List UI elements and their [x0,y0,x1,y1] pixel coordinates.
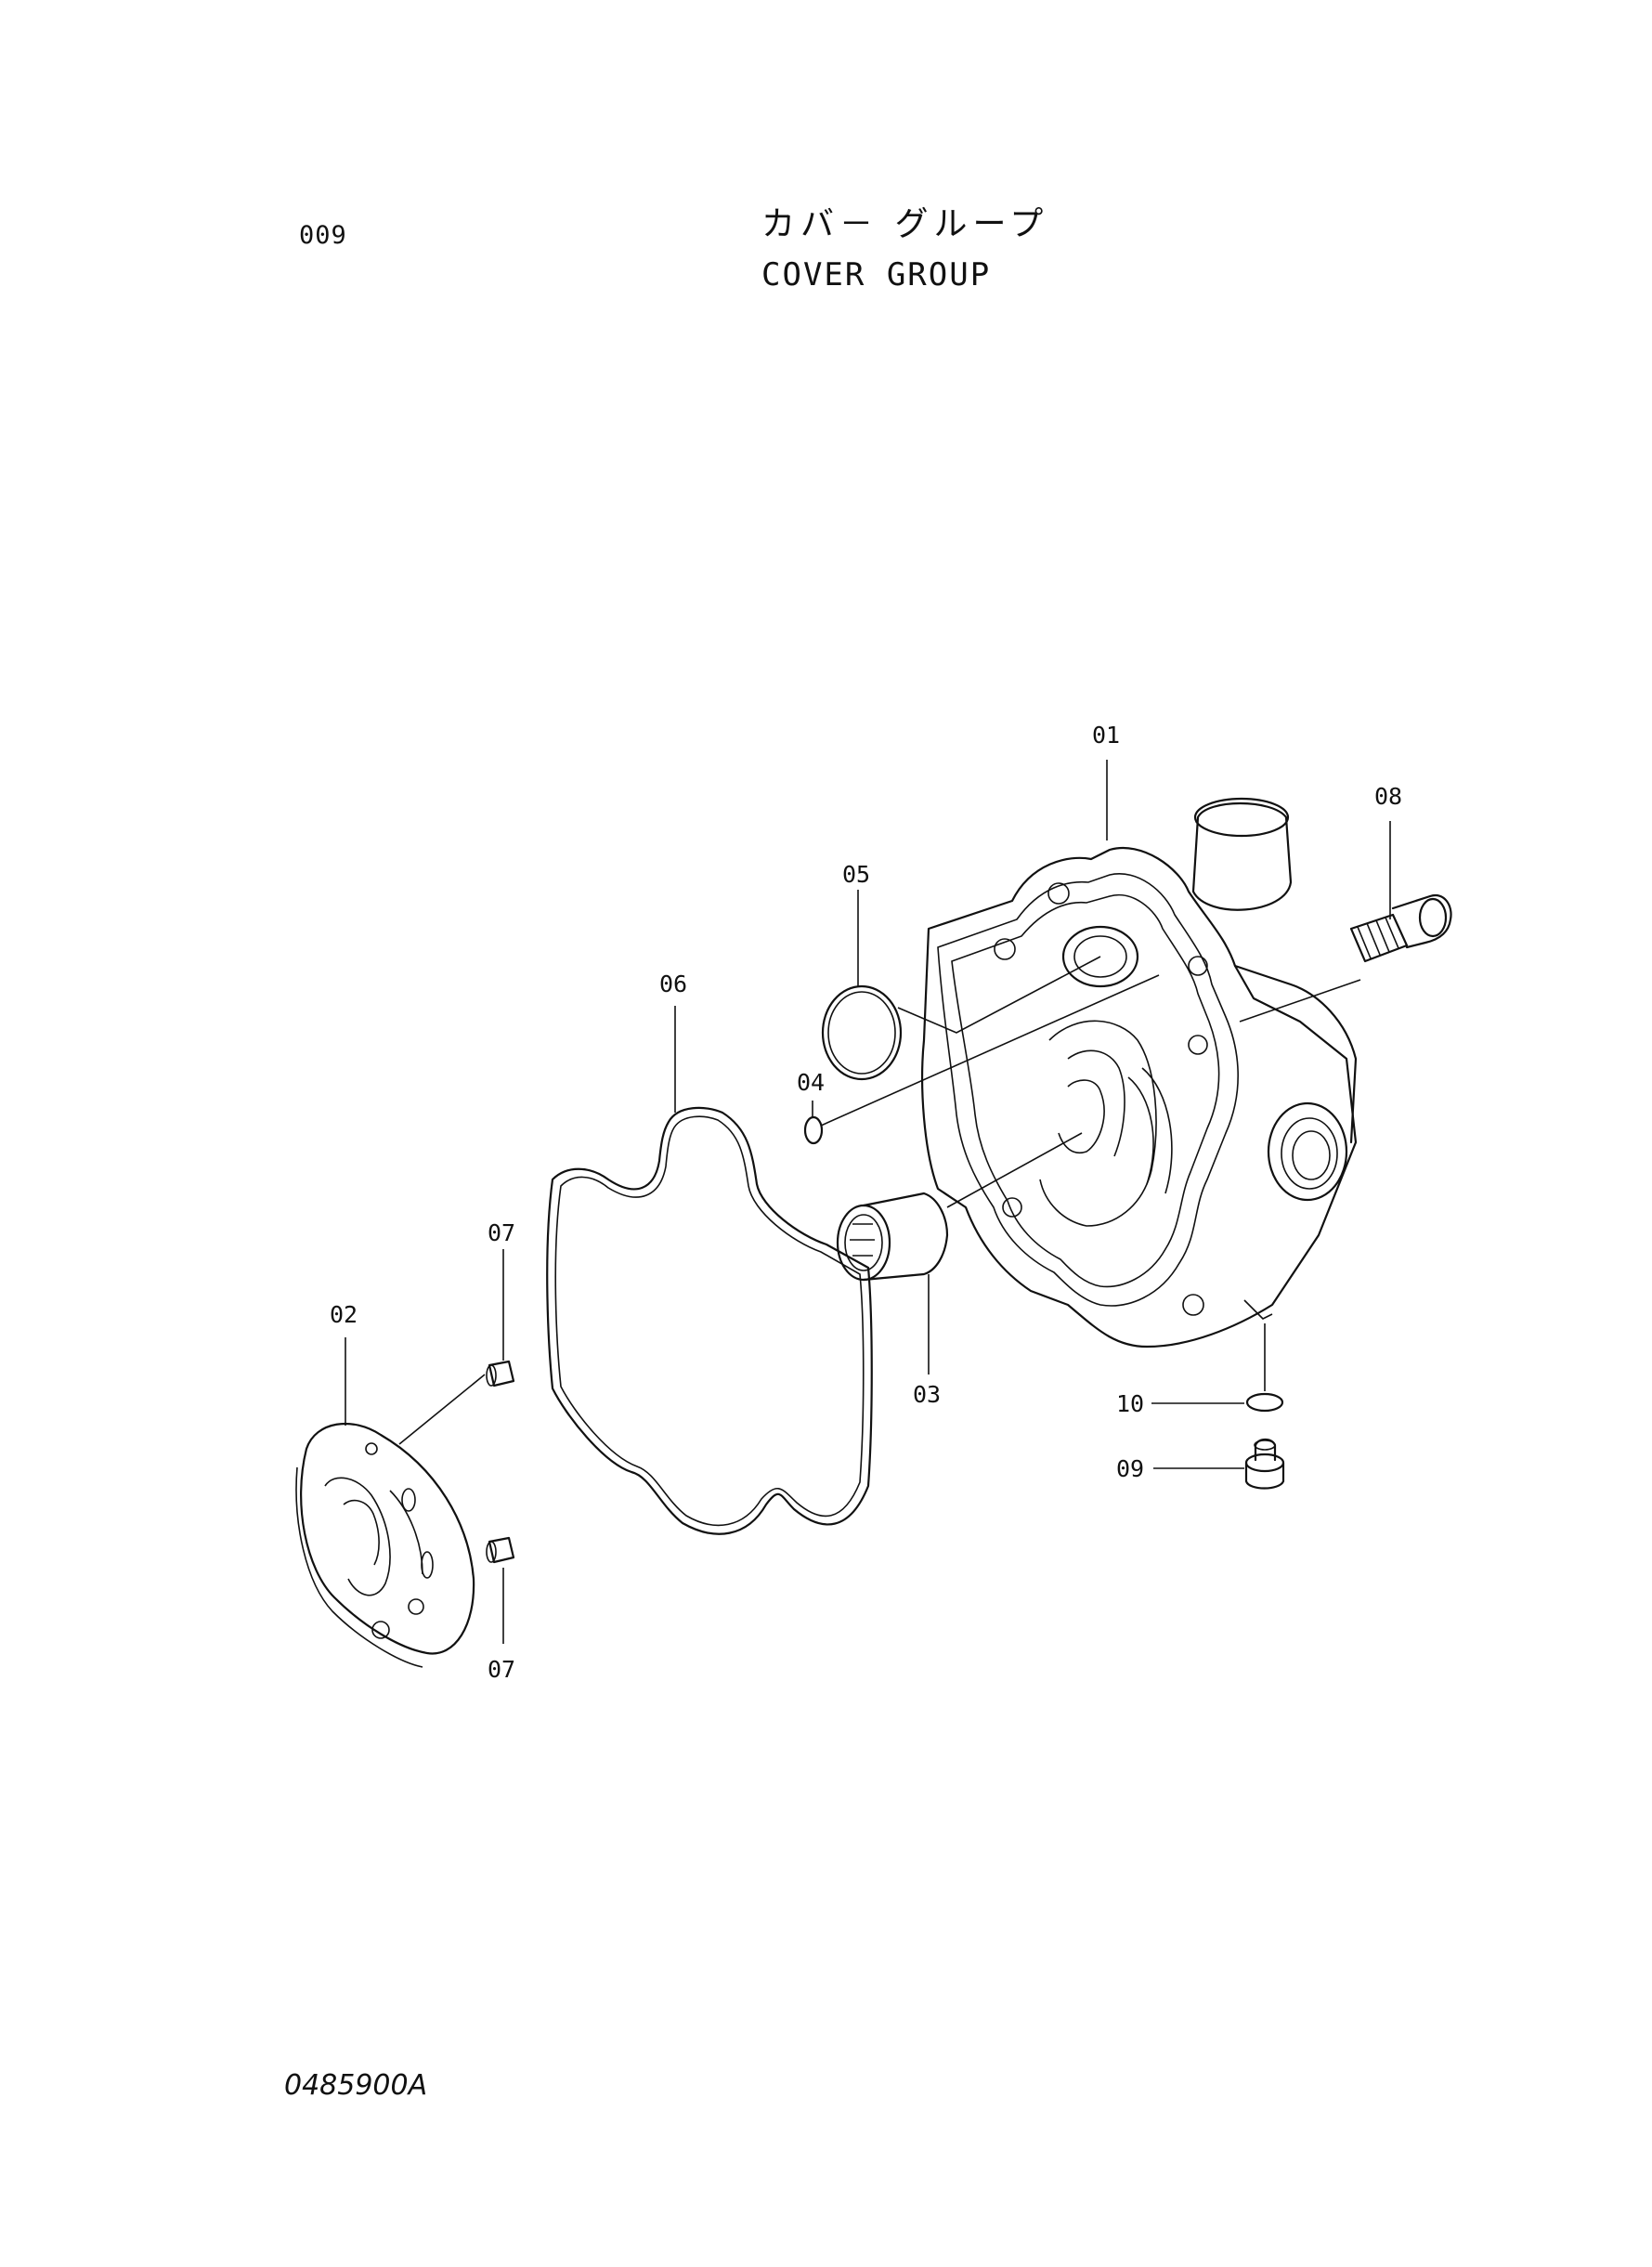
page-number: 009 [299,221,347,250]
title-english: COVER GROUP [761,256,992,293]
part-03-bushing [836,1192,949,1282]
part-10-seal-washer [1245,1392,1284,1413]
callout-02: 02 [330,1301,358,1328]
part-07-pin-lower [486,1536,515,1564]
callout-03: 03 [913,1381,941,1408]
part-08-bolt [1349,893,1452,963]
callout-08: 08 [1374,783,1402,810]
callout-labels: 01 08 05 06 04 07 02 03 10 09 07 [330,722,1402,1683]
title-block: カバ－ グループ COVER GROUP [761,197,1048,293]
callout-07-lower: 07 [488,1656,515,1683]
callout-05: 05 [842,861,870,888]
callout-06: 06 [659,971,687,997]
part-07-pin-upper [486,1360,515,1388]
callout-01: 01 [1092,722,1120,749]
part-06-gasket [546,1106,873,1535]
part-09-plug [1244,1438,1285,1490]
title-japanese: カバ－ グループ [761,205,1049,243]
part-01-cover-housing [921,797,1358,1348]
part-05-o-ring [821,984,903,1081]
callout-07-upper: 07 [488,1219,515,1246]
part-04-small-o-ring [803,1115,824,1145]
part-02-side-plate [295,1422,475,1668]
callout-04: 04 [797,1069,825,1096]
leader-lines [345,760,1391,1644]
callout-09: 09 [1116,1455,1144,1482]
document-code: 0485900A [284,2069,428,2102]
callout-10: 10 [1116,1390,1144,1417]
